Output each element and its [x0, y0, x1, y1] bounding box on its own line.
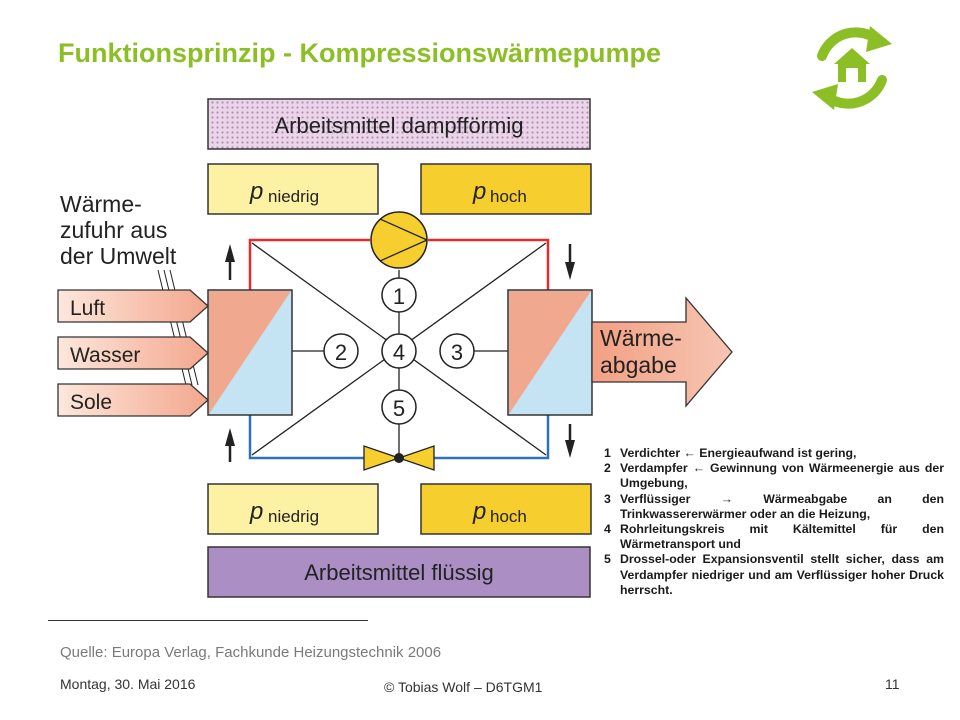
- pressure-low-top-box: [207, 163, 379, 215]
- cold-pipe-left: [248, 415, 364, 460]
- pressure-symbol: p: [249, 498, 263, 525]
- heat-output-arrow: Wärme- abgabe: [591, 296, 733, 408]
- svg-text:Sole: Sole: [70, 391, 112, 414]
- house-cycle-logo-icon: [812, 26, 892, 110]
- pressure-symbol: p: [472, 178, 486, 205]
- source-arrow-wasser: Wasser: [57, 336, 209, 370]
- pressure-low-label: niedrig: [268, 507, 319, 526]
- cold-pipe-right: [420, 415, 550, 460]
- vapor-banner: [207, 98, 591, 150]
- source-arrow-sole: Sole: [57, 383, 209, 417]
- pressure-high-bottom-box: [420, 483, 592, 535]
- hot-pipe-right: [428, 238, 550, 290]
- legend-item: 4 Rohrleitungskreis mit Kältemittel für …: [604, 522, 944, 552]
- pressure-high-label: hoch: [490, 187, 527, 206]
- svg-text:Wärme-: Wärme-: [600, 325, 682, 351]
- compressor-icon: [370, 211, 428, 269]
- pressure-low-label: niedrig: [268, 187, 319, 206]
- hot-pipe-left: [248, 238, 370, 290]
- heat-input-line-2: zufuhr aus: [60, 217, 167, 243]
- source-divider: [48, 620, 368, 621]
- heat-input-line-3: der Umwelt: [60, 243, 177, 269]
- svg-text:2: 2: [335, 340, 347, 365]
- legend-item: 5 Drossel-oder Expansionsventil stellt s…: [604, 552, 944, 597]
- expansion-valve-icon: [363, 445, 402, 471]
- svg-text:3: 3: [451, 340, 463, 365]
- slide-title: Funktionsprinzip - Kompressionswärmepump…: [58, 38, 662, 68]
- legend-item: 2 Verdampfer ← Gewinnung von Wärmeenergi…: [604, 461, 944, 491]
- svg-text:Luft: Luft: [70, 297, 105, 320]
- source-citation: Quelle: Europa Verlag, Fachkunde Heizung…: [60, 644, 442, 661]
- number-circle-5: 5: [381, 389, 417, 425]
- svg-text:1: 1: [393, 284, 405, 309]
- heat-input-line-1: Wärme-: [60, 191, 142, 217]
- liquid-banner-label: Arbeitsmittel flüssig: [304, 560, 494, 585]
- footer-copyright: © Tobias Wolf – D6TGM1: [384, 679, 543, 695]
- number-circle-1: 1: [381, 277, 417, 313]
- pressure-high-label: hoch: [490, 507, 527, 526]
- pressure-low-bottom-box: [207, 483, 379, 535]
- pressure-symbol: p: [249, 178, 263, 205]
- liquid-banner: [207, 546, 591, 598]
- legend-item: 1 Verdichter ← Energieaufwand ist gering…: [604, 446, 857, 460]
- legend-item: 3 Verflüssiger → Wärmeabgabe an den Trin…: [604, 491, 944, 521]
- svg-text:5: 5: [393, 396, 405, 421]
- pressure-high-top-box: [420, 163, 592, 215]
- vapor-banner-label: Arbeitsmittel dampfförmig: [274, 113, 523, 138]
- pressure-symbol: p: [472, 498, 486, 525]
- svg-text:abgabe: abgabe: [600, 352, 677, 378]
- svg-text:4: 4: [393, 340, 405, 365]
- number-circle-4: 4: [381, 333, 417, 369]
- footer-date: Montag, 30. Mai 2016: [60, 676, 196, 692]
- svg-text:Wasser: Wasser: [70, 344, 140, 367]
- legend: 1 Verdichter ← Energieaufwand ist gering…: [604, 446, 944, 598]
- source-arrow-luft: Luft: [57, 289, 209, 323]
- number-circle-2: 2: [323, 333, 359, 369]
- page-number: 11: [885, 676, 900, 692]
- number-circle-3: 3: [439, 333, 475, 369]
